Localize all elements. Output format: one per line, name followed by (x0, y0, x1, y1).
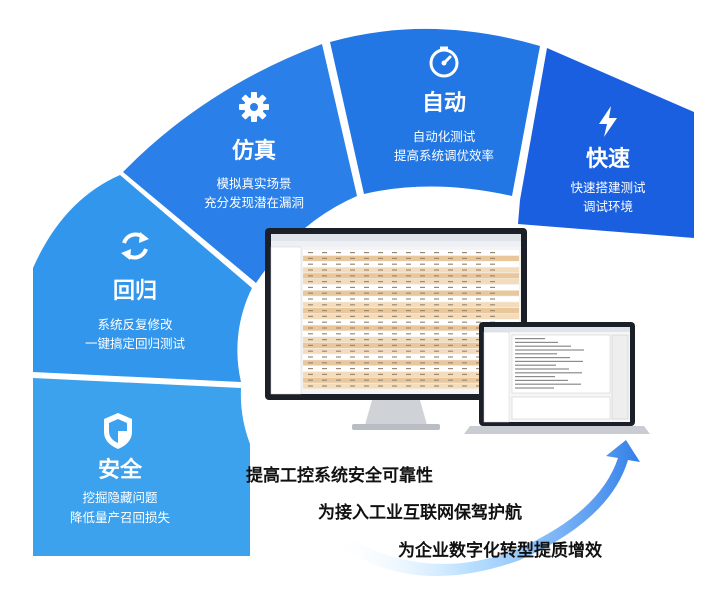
segment-automation (330, 28, 540, 196)
segment-line-safety-1: 挖掘隐藏问题 (82, 490, 158, 505)
segment-line-regression-1: 系统反复修改 (97, 317, 173, 332)
tagline-1: 提高工控系统安全可靠性 (246, 465, 433, 486)
gauge-icon (429, 46, 459, 78)
screen-table (303, 250, 519, 389)
segment-line-regression-2: 一键搞定回归测试 (85, 336, 186, 351)
segment-title-automation: 自动 (422, 90, 466, 116)
segment-line-automation-2: 提高系统调优效率 (394, 148, 494, 163)
refresh-icon (121, 232, 149, 260)
ring-segments (33, 28, 694, 556)
gear-icon (239, 92, 269, 122)
segment-text-safety: 安全 挖掘隐藏问题 降低量产召回损失 (70, 457, 171, 525)
segment-text-automation: 自动 自动化测试 提高系统调优效率 (394, 90, 494, 163)
segment-line-automation-1: 自动化测试 (413, 129, 476, 144)
segment-title-fast: 快速 (586, 146, 630, 172)
segment-line-fast-1: 快速搭建测试 (570, 180, 646, 195)
tagline-3: 为企业数字化转型提质增效 (398, 540, 602, 561)
monitor-stand-base (352, 424, 440, 430)
swoosh-arrow (330, 440, 640, 576)
segment-line-simulation-1: 模拟真实场景 (216, 176, 291, 191)
laptop (464, 322, 650, 434)
segment-title-simulation: 仿真 (232, 138, 276, 164)
laptop-base (464, 426, 650, 434)
segment-regression (33, 175, 252, 382)
swoosh-body (330, 440, 640, 576)
desktop-monitor (265, 228, 527, 430)
segment-text-regression: 回归 系统反复修改 一键搞定回归测试 (85, 279, 186, 351)
segment-line-safety-2: 降低量产召回损失 (70, 510, 171, 525)
screen-sidebar (270, 246, 302, 395)
segment-safety (33, 378, 250, 556)
segment-text-fast: 快速 快速搭建测试 调试环境 (570, 146, 646, 214)
segment-title-safety: 安全 (98, 457, 143, 483)
segment-title-regression: 回归 (113, 279, 157, 304)
shield-icon (104, 413, 132, 449)
tagline-2: 为接入工业互联网保驾护航 (318, 502, 522, 523)
segment-line-simulation-2: 充分发现潜在漏洞 (204, 195, 304, 210)
segment-simulation (123, 44, 357, 283)
segment-line-fast-2: 调试环境 (583, 199, 633, 214)
lightning-icon (599, 106, 617, 137)
segment-text-simulation: 仿真 模拟真实场景 充分发现潜在漏洞 (204, 138, 304, 210)
segment-fast (518, 48, 694, 238)
